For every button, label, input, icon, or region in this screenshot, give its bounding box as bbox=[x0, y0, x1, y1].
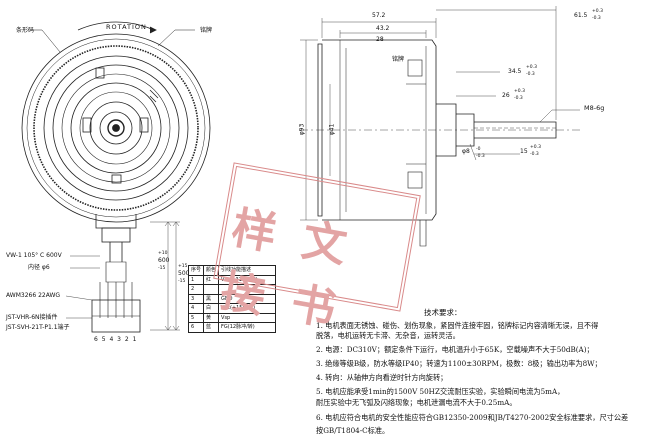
table-cell: FG(12脉冲/转) bbox=[218, 322, 277, 333]
dim-inner: 28 bbox=[376, 36, 384, 43]
wire-temp-label: VW-1 105° C 600V bbox=[6, 252, 62, 259]
table-cell: 6 bbox=[187, 322, 205, 333]
requirement-item: 3. 绝缘等级B级，防水等级IP40；转速为1100±30RPM，极数：8极；输… bbox=[316, 359, 602, 368]
pin-table: 序号 颜色 引线功能描述 1 红 Vm(+310VDC) 2 3 黑 GND 4… bbox=[187, 265, 277, 333]
thread-spec: M8-6g bbox=[584, 104, 605, 112]
dim-26-tol-a: +0.3 bbox=[514, 89, 525, 94]
pin-table-header-cell: 序号 bbox=[187, 265, 205, 276]
dim-shaft-tol-a: +0.3 bbox=[592, 9, 603, 14]
wire-dia-label: 内径 φ6 bbox=[28, 264, 50, 271]
dim-600-tol-b: -15 bbox=[158, 266, 166, 271]
dim-500: 500 bbox=[178, 270, 190, 277]
dim-15: 15 bbox=[520, 148, 528, 155]
table-cell: 蓝 bbox=[203, 322, 220, 333]
wire-awg-label: AWM3266 22AWG bbox=[6, 292, 61, 299]
nameplate-label: 铭牌 bbox=[200, 27, 213, 34]
requirement-item: 1. 电机表面无锈蚀、碰伤、划伤现象，紧固件连接牢固，铭牌标记内容清晰无误，且不… bbox=[316, 321, 599, 330]
dim-500-tol-b: -15 bbox=[178, 279, 186, 284]
dim-34-tol-a: +0.3 bbox=[526, 65, 537, 70]
requirement-item: 6. 电机应符合电机的安全性能应符合GB12350-2009和JB/T4270-… bbox=[316, 413, 629, 422]
dim-shaft-tol-b: -0.3 bbox=[592, 16, 601, 21]
dim-total: 57.2 bbox=[372, 12, 386, 19]
requirements-title: 技术要求： bbox=[424, 308, 462, 317]
table-cell: 黑 bbox=[203, 293, 220, 304]
dim-phi8-tol-a: -0 bbox=[476, 147, 481, 152]
table-cell: 2 bbox=[187, 284, 205, 295]
table-cell bbox=[203, 284, 220, 295]
table-row: 6 蓝 FG(12脉冲/转) bbox=[187, 322, 277, 333]
dim-34: 34.5 bbox=[508, 68, 522, 75]
requirement-item: 按GB/T1804-C标准。 bbox=[316, 426, 390, 435]
dim-shaft-len: 61.5 bbox=[574, 12, 588, 19]
dim-body: 43.2 bbox=[376, 25, 390, 32]
requirement-item: 4. 转向：从轴伸方向看逆时针方向旋转； bbox=[316, 373, 448, 382]
table-cell: 5 bbox=[187, 312, 205, 323]
dim-phi93: φ93 bbox=[298, 123, 306, 136]
rotation-label: ROTATION bbox=[106, 23, 147, 31]
connector-b-label: JST-SVH-21T-P1.1端子 bbox=[6, 324, 70, 331]
side-view bbox=[300, 6, 580, 247]
dim-34-tol-b: -0.3 bbox=[526, 72, 535, 77]
dim-phi8: φ8 bbox=[462, 148, 470, 155]
table-cell: 白 bbox=[203, 303, 220, 314]
front-view bbox=[21, 21, 211, 333]
dim-600-tol-a: +10 bbox=[158, 251, 168, 256]
barcode-label: 条形码 bbox=[16, 27, 35, 34]
dim-26-tol-b: -0.3 bbox=[514, 96, 523, 101]
dim-500-tol-a: +15 bbox=[178, 264, 188, 269]
table-cell: 1 bbox=[187, 274, 205, 285]
dim-phi8-tol-b: -0.3 bbox=[476, 154, 485, 159]
side-nameplate: 铭牌 bbox=[392, 56, 405, 63]
requirement-item: 脱落，电机运转无卡滞、无杂音，运转灵活。 bbox=[316, 331, 460, 340]
requirement-item: 耐压实验中无飞弧及闪络现象；电机泄漏电流不大于0.25mA。 bbox=[316, 398, 517, 407]
requirement-item: 2. 电源：DC310V；额定条件下运行，电机温升小于65K，空载噪声不大于50… bbox=[316, 345, 594, 354]
requirement-item: 5. 电机应能承受1min的1500V 50HZ交流耐压实验，实验瞬间电流为5m… bbox=[316, 387, 565, 396]
dim-15-tol-b: -0.3 bbox=[530, 152, 539, 157]
dim-phi41: φ41 bbox=[328, 123, 336, 136]
dim-15-tol-a: +0.3 bbox=[530, 145, 541, 150]
table-cell: 4 bbox=[187, 303, 205, 314]
pin-numbers: 6 5 4 3 2 1 bbox=[94, 336, 138, 343]
table-cell: 3 bbox=[187, 293, 205, 304]
connector-a-label: JST-VHR-6N接插件 bbox=[6, 314, 58, 321]
dim-600: 600 bbox=[158, 257, 170, 264]
dim-26: 26 bbox=[502, 92, 510, 99]
